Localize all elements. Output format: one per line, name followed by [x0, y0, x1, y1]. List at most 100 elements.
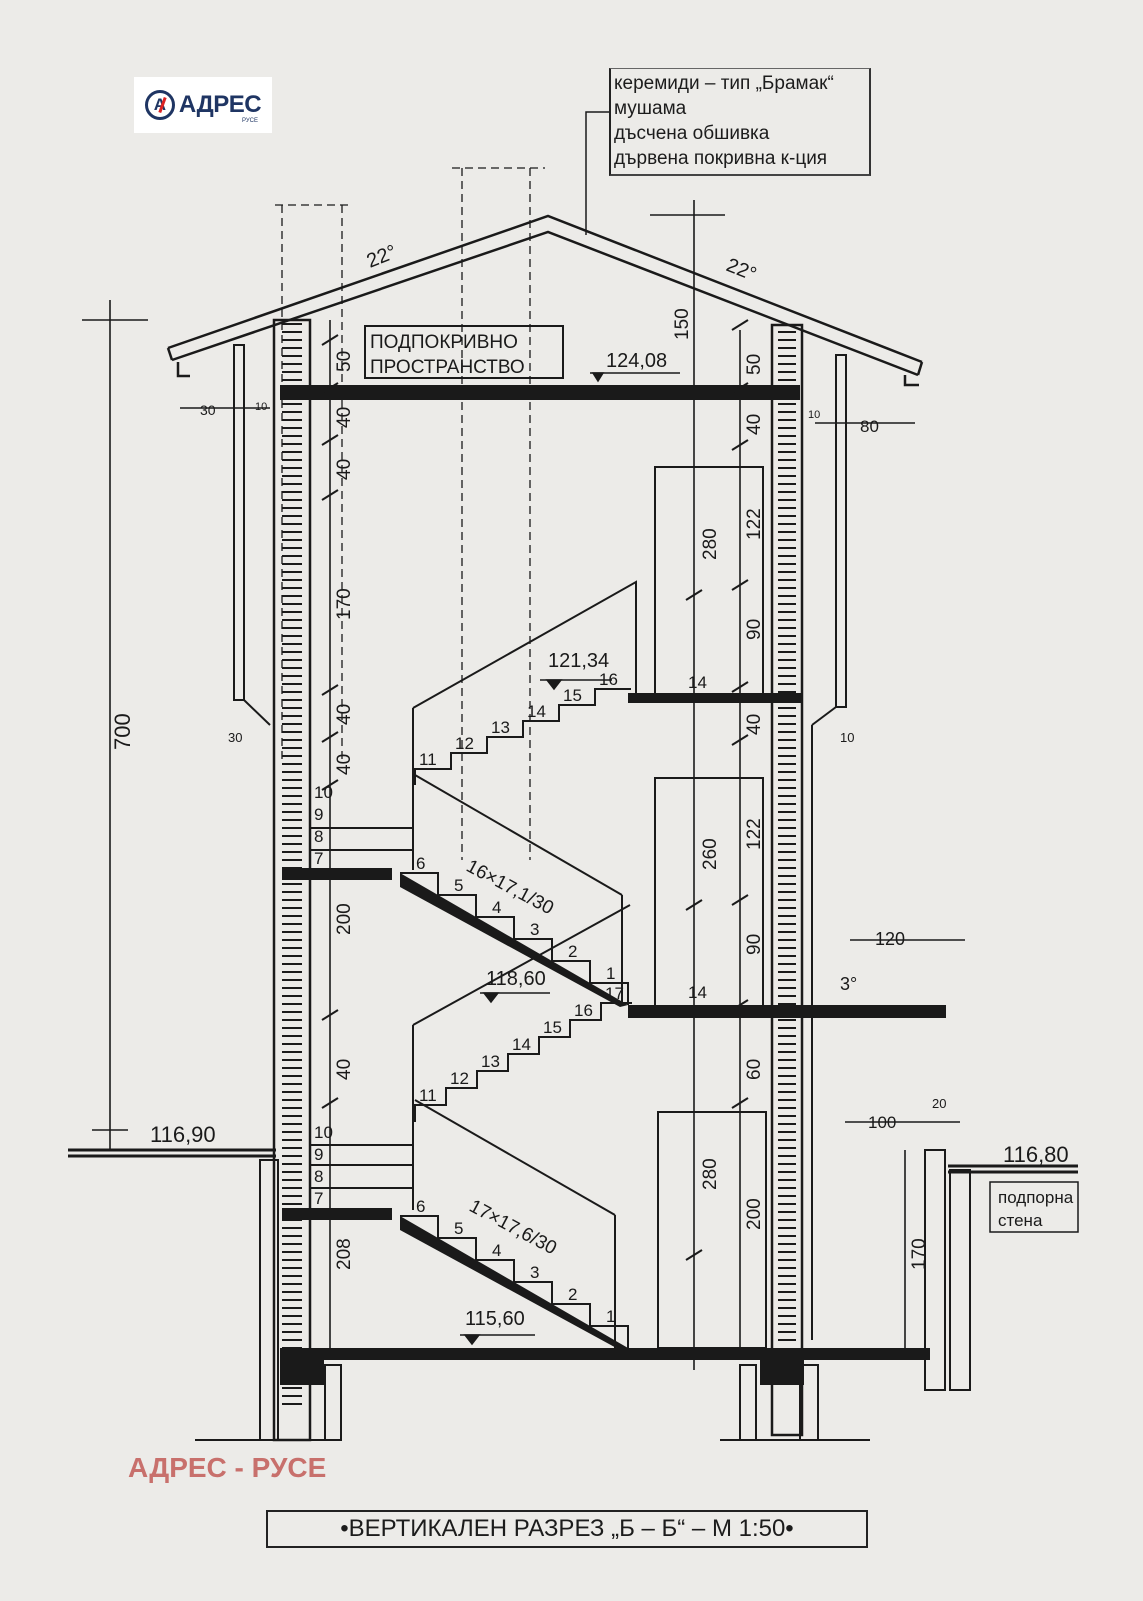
stair-flight — [400, 1215, 629, 1348]
elevation-terrain-left: 116,90 — [150, 1122, 216, 1147]
legend-line: дъсчена обшивка — [614, 123, 770, 144]
dim-label: 40 — [334, 704, 355, 725]
step-number: 11 — [419, 1086, 437, 1105]
dim-label: 122 — [744, 508, 765, 540]
dim-label: 50 — [334, 351, 355, 372]
roof — [166, 214, 924, 387]
step-number: 10 — [314, 783, 333, 802]
attic-label-box — [364, 325, 564, 379]
step-number: 7 — [314, 1189, 323, 1208]
dim-label: 280 — [700, 1158, 721, 1190]
watermark: АДРЕС - РУСЕ — [128, 1452, 327, 1483]
retaining-wall-label-box — [989, 1181, 1079, 1233]
dim-label: 170 — [909, 1238, 930, 1270]
logo-brand: АДРЕС — [178, 91, 262, 118]
dim-label: 30 — [228, 730, 242, 745]
step-number: 12 — [450, 1069, 469, 1088]
stair-note-lower: 17×17,6/30 — [466, 1196, 560, 1259]
stair-flight — [414, 688, 631, 785]
step-number: 3 — [530, 1263, 539, 1282]
dim-label: 50 — [744, 354, 765, 375]
dim-label: 40 — [744, 714, 765, 735]
step-number: 1 — [606, 1307, 615, 1326]
dim-label: 10 — [255, 401, 267, 413]
dim-label: 122 — [744, 818, 765, 850]
facade-cladding — [233, 344, 847, 726]
dim-label: 14 — [688, 673, 707, 692]
interior-doors — [654, 466, 767, 1349]
dim-label: 150 — [672, 308, 693, 340]
step-number: 4 — [492, 898, 501, 917]
legend-line: мушама — [614, 98, 687, 119]
stair-railing — [310, 580, 637, 1348]
dim-label: 100 — [868, 1113, 896, 1132]
step-number: 15 — [563, 686, 582, 705]
logo-mark-icon: A — [144, 90, 175, 120]
dim-label: 30 — [200, 402, 216, 418]
step-number: 6 — [416, 854, 425, 873]
dim-label: 10 — [840, 730, 854, 745]
legend-line: керемиди – тип „Брамак“ — [614, 73, 834, 94]
dim-label: 40 — [334, 459, 355, 480]
step-number: 13 — [491, 718, 510, 737]
step-number: 8 — [314, 827, 323, 846]
dim-label: 280 — [700, 528, 721, 560]
dim-label: 90 — [744, 619, 765, 640]
step-number: 14 — [527, 702, 546, 721]
logo-city: РУСЕ — [241, 118, 258, 124]
chimney — [275, 167, 545, 860]
roof-layers-legend: керемиди – тип „Брамак“ мушама дъсчена о… — [609, 68, 871, 176]
drawing-title: •ВЕРТИКАЛЕН РАЗРЕЗ „Б – Б“ – М 1:50• — [266, 1510, 868, 1548]
foundations — [195, 1149, 971, 1441]
step-number: 15 — [543, 1018, 562, 1037]
dim-label: 170 — [334, 588, 355, 620]
dimension-ticks — [321, 319, 749, 1261]
step-number: 12 — [455, 734, 474, 753]
terrain — [68, 1148, 1078, 1174]
step-number: 7 — [314, 849, 323, 868]
dimension-lines — [82, 200, 965, 1370]
step-number: 2 — [568, 1285, 577, 1304]
dim-total-height: 700 — [110, 713, 135, 750]
dim-label: 90 — [744, 934, 765, 955]
roof-angle-right: 22° — [723, 254, 759, 286]
step-number: 2 — [568, 942, 577, 961]
elevation-markers — [460, 372, 680, 1346]
roof-angle-left: 22° — [364, 241, 400, 273]
step-number: 11 — [419, 750, 437, 769]
retaining-wall-label: стена — [998, 1211, 1043, 1230]
step-number: 5 — [454, 1219, 463, 1238]
elevation-floor2: 121,34 — [548, 650, 609, 672]
dim-label: 120 — [875, 929, 905, 949]
dim-label: 14 — [688, 983, 707, 1002]
elevation-terrain-right: 116,80 — [1003, 1142, 1069, 1167]
step-number: 9 — [314, 1145, 323, 1164]
step-number: 5 — [454, 876, 463, 895]
dim-label: 200 — [744, 1198, 765, 1230]
attic-label: ПРОСТРАНСТВО — [370, 357, 525, 378]
dim-label: 208 — [334, 1238, 355, 1270]
step-number: 13 — [481, 1052, 500, 1071]
attic-label: ПОДПОКРИВНО — [370, 332, 518, 353]
legend-leader — [585, 111, 609, 235]
balcony-slope: 3° — [840, 974, 857, 994]
floor-slabs — [280, 385, 946, 1385]
dim-label: 40 — [334, 754, 355, 775]
legend-line: дървена покривна к-ция — [614, 148, 828, 169]
staircase: 1234567891011121314151617123456789101112… — [314, 670, 632, 1350]
stair-flight — [414, 1002, 632, 1122]
step-number: 14 — [512, 1035, 531, 1054]
dim-label: 80 — [860, 417, 879, 436]
step-number: 1 — [606, 964, 615, 983]
stair-flight — [400, 872, 629, 1005]
dim-label: 260 — [700, 838, 721, 870]
dim-label: 200 — [334, 903, 355, 935]
step-number: 4 — [492, 1241, 501, 1260]
step-number: 8 — [314, 1167, 323, 1186]
elevation-ground: 115,60 — [465, 1308, 525, 1330]
step-number: 6 — [416, 1197, 425, 1216]
retaining-wall-label: подпорна — [998, 1188, 1074, 1207]
step-number: 3 — [530, 920, 539, 939]
logo: A АДРЕС РУСЕ — [134, 77, 272, 133]
step-number: 9 — [314, 805, 323, 824]
